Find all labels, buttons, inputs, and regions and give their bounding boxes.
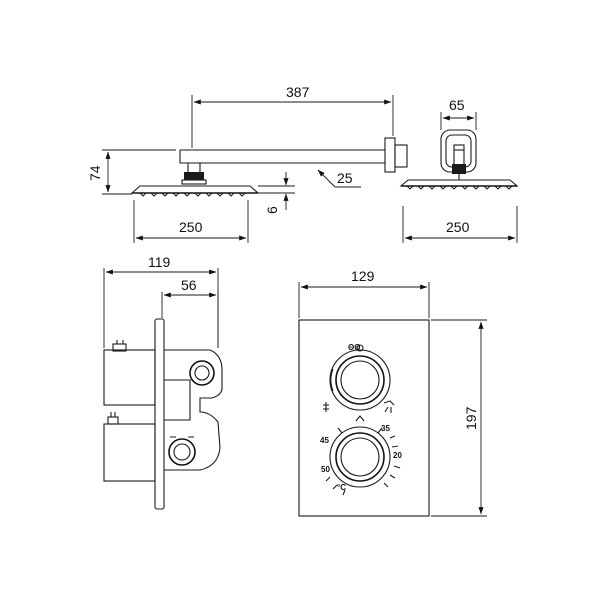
temp-label-20: 20 bbox=[393, 451, 402, 460]
dimension-head-width-plan: 250 bbox=[402, 206, 518, 243]
dim-label-387: 387 bbox=[286, 84, 310, 100]
dimension-plate-width: 129 bbox=[298, 268, 430, 318]
dimension-plate-height: 197 bbox=[431, 319, 487, 517]
dimension-head-thickness: 6 bbox=[258, 172, 295, 214]
flow-control-knob bbox=[329, 349, 391, 411]
dimension-head-width-front: 250 bbox=[133, 200, 249, 243]
temp-label-45: 45 bbox=[320, 436, 329, 445]
valve-side-view bbox=[103, 318, 223, 510]
indicator-mark-top: ΘΘ bbox=[348, 343, 360, 352]
shower-head-front-view bbox=[130, 137, 408, 197]
nozzle-row bbox=[139, 192, 246, 197]
temp-unit-label: °C bbox=[337, 483, 346, 492]
shower-mode-icons bbox=[323, 400, 395, 413]
temperature-knob bbox=[329, 426, 391, 488]
dimension-head-width-side: 65 bbox=[440, 97, 477, 130]
dim-label-56: 56 bbox=[181, 277, 197, 293]
dim-label-65: 65 bbox=[449, 97, 465, 113]
dim-label-250-plan: 250 bbox=[446, 219, 470, 235]
valve-front-view: ΘΘ 45 35 20 50 °C bbox=[298, 319, 430, 517]
dim-label-129: 129 bbox=[351, 268, 375, 284]
dimension-arm-length: 387 bbox=[191, 84, 394, 148]
dimension-arm-diameter: 25 bbox=[317, 169, 361, 188]
dimension-valve-depth: 119 bbox=[103, 254, 219, 348]
temp-label-35: 35 bbox=[381, 424, 390, 433]
dim-label-119: 119 bbox=[148, 254, 171, 270]
dim-label-74: 74 bbox=[87, 165, 103, 181]
shower-head-side-view bbox=[399, 129, 519, 190]
dim-label-250-front: 250 bbox=[179, 219, 203, 235]
temp-label-50: 50 bbox=[321, 465, 330, 474]
dim-label-25: 25 bbox=[337, 170, 353, 186]
temperature-scale bbox=[325, 427, 401, 496]
dim-label-197: 197 bbox=[463, 406, 479, 430]
dimension-valve-projection: 56 bbox=[161, 277, 219, 348]
dim-label-6: 6 bbox=[264, 206, 280, 214]
dimension-total-height: 74 bbox=[87, 149, 176, 195]
